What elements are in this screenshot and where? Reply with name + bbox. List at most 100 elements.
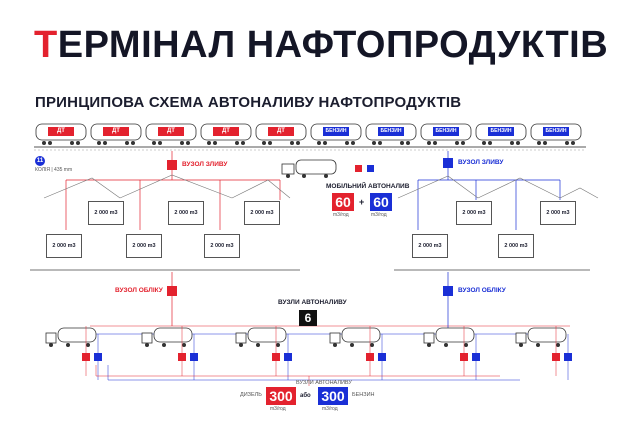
storage-tank: 2 000 m3 <box>46 234 82 258</box>
storage-tank: 2 000 m3 <box>540 201 576 225</box>
wagon-label: ДТ <box>277 128 285 134</box>
wagon-label: ДТ <box>57 128 65 134</box>
bottom-blue-line <box>107 365 520 381</box>
page-title: ТЕРМІНАЛ НАФТОПРОДУКТІВ <box>34 22 608 68</box>
bottom-red-line <box>95 365 500 377</box>
loading-trucks <box>45 326 572 380</box>
tank-wagon <box>90 123 142 145</box>
loading-nodes-title: ВУЗЛИ АВТОНАЛИВУ <box>278 299 347 306</box>
wagon-wheel <box>433 141 437 145</box>
loading-truck <box>423 326 480 380</box>
or-label: або <box>300 393 311 399</box>
diesel-value: 300 <box>266 387 296 405</box>
truck-petrol-valve <box>284 353 292 361</box>
mobile-left-value: 60 <box>332 193 354 211</box>
wagon-band <box>488 127 514 136</box>
wagon-band <box>543 127 569 136</box>
storage-tank: 2 000 m3 <box>412 234 448 258</box>
wagon-wheel <box>42 141 46 145</box>
wagon-wheel <box>345 141 349 145</box>
wagon-wheel <box>268 141 272 145</box>
left-meter-node-icon <box>167 286 177 296</box>
page-subtitle: ПРИНЦИПОВА СХЕМА АВТОНАЛИВУ НАФТОПРОДУКТ… <box>35 94 462 111</box>
wagon-wheel <box>455 141 459 145</box>
tank-wagon <box>475 123 527 145</box>
wagon-band <box>268 127 294 136</box>
truck-petrol-valve <box>472 353 480 361</box>
wagon-wheel <box>516 141 520 145</box>
wagon-wheel <box>241 141 245 145</box>
diesel-unit: m3/год <box>270 406 286 412</box>
wagon-wheel <box>103 141 107 145</box>
wagon-wheel <box>296 141 300 145</box>
wagon-wheel <box>461 141 465 145</box>
tank-wagon <box>365 123 417 145</box>
wagon-wheel <box>482 141 486 145</box>
tank-wagon <box>200 123 252 145</box>
truck-petrol-valve <box>94 353 102 361</box>
wagon-label: ДТ <box>167 128 175 134</box>
mobile-right-value: 60 <box>370 193 392 211</box>
wagon-wheel <box>70 141 74 145</box>
truck-petrol-valve <box>190 353 198 361</box>
diesel-label: ДИЗЕЛЬ <box>240 392 262 398</box>
wagon-wheel <box>125 141 129 145</box>
wagon-band <box>433 127 459 136</box>
wagon-label: БЕНЗИН <box>545 128 567 134</box>
tank-wagon <box>530 123 582 145</box>
right-meter-node-icon <box>443 286 453 296</box>
tank-wagon <box>35 123 87 145</box>
bottom-title: ВУЗЛИ АВТОНАЛИВУ <box>296 380 352 386</box>
wagon-wheel <box>131 141 135 145</box>
petrol-label: БЕНЗИН <box>352 392 375 398</box>
wagon-label: ДТ <box>222 128 230 134</box>
tank-wagon <box>420 123 472 145</box>
wagon-wheel <box>213 141 217 145</box>
truck-diesel-valve <box>460 353 468 361</box>
tank-roof-lines <box>43 174 599 199</box>
left-drain-node-icon <box>167 160 177 170</box>
tank-wagons <box>35 123 582 145</box>
wagon-wheel <box>235 141 239 145</box>
loading-truck <box>329 326 386 380</box>
wagon-label: БЕНЗИН <box>490 128 512 134</box>
mobile-plus: + <box>359 197 365 207</box>
wagon-wheel <box>262 141 266 145</box>
wagon-wheel <box>488 141 492 145</box>
storage-tank: 2 000 m3 <box>456 201 492 225</box>
wagon-label: БЕНЗИН <box>325 128 347 134</box>
wagon-wheel <box>152 141 156 145</box>
truck-diesel-valve <box>82 353 90 361</box>
wagon-wheel <box>378 141 382 145</box>
mobile-left-unit: m3/год <box>333 212 349 218</box>
truck-petrol-valve <box>378 353 386 361</box>
mobile-title: МОБІЛЬНИЙ АВТОНАЛИВ <box>326 183 410 190</box>
wagon-wheel <box>372 141 376 145</box>
wagon-wheel <box>180 141 184 145</box>
tank-wagon <box>310 123 362 145</box>
drain-node-right-label: ВУЗОЛ ЗЛИВУ <box>458 159 504 166</box>
wagon-band <box>158 127 184 136</box>
wagon-wheel <box>317 141 321 145</box>
wagon-wheel <box>427 141 431 145</box>
track-caption: КОЛІЯ | 435 mm <box>35 167 73 173</box>
tank-wagon <box>145 123 197 145</box>
tank-wagon <box>255 123 307 145</box>
mobile-right-unit: m3/год <box>371 212 387 218</box>
mobile-blue-icon <box>367 165 374 172</box>
wagon-wheel <box>406 141 410 145</box>
storage-tank: 2 000 m3 <box>204 234 240 258</box>
wagon-wheel <box>97 141 101 145</box>
loading-truck <box>141 326 198 380</box>
right-drain-node-icon <box>443 158 453 168</box>
wagon-wheel <box>400 141 404 145</box>
wagon-wheel <box>510 141 514 145</box>
title-rest: ЕРМІНАЛ НАФТОПРОДУКТІВ <box>57 24 609 66</box>
wagon-band <box>213 127 239 136</box>
wagon-wheel <box>351 141 355 145</box>
storage-tank: 2 000 m3 <box>168 201 204 225</box>
wagon-band <box>323 127 349 136</box>
loading-truck <box>235 326 292 380</box>
mobile-tanker-icon <box>281 159 337 178</box>
